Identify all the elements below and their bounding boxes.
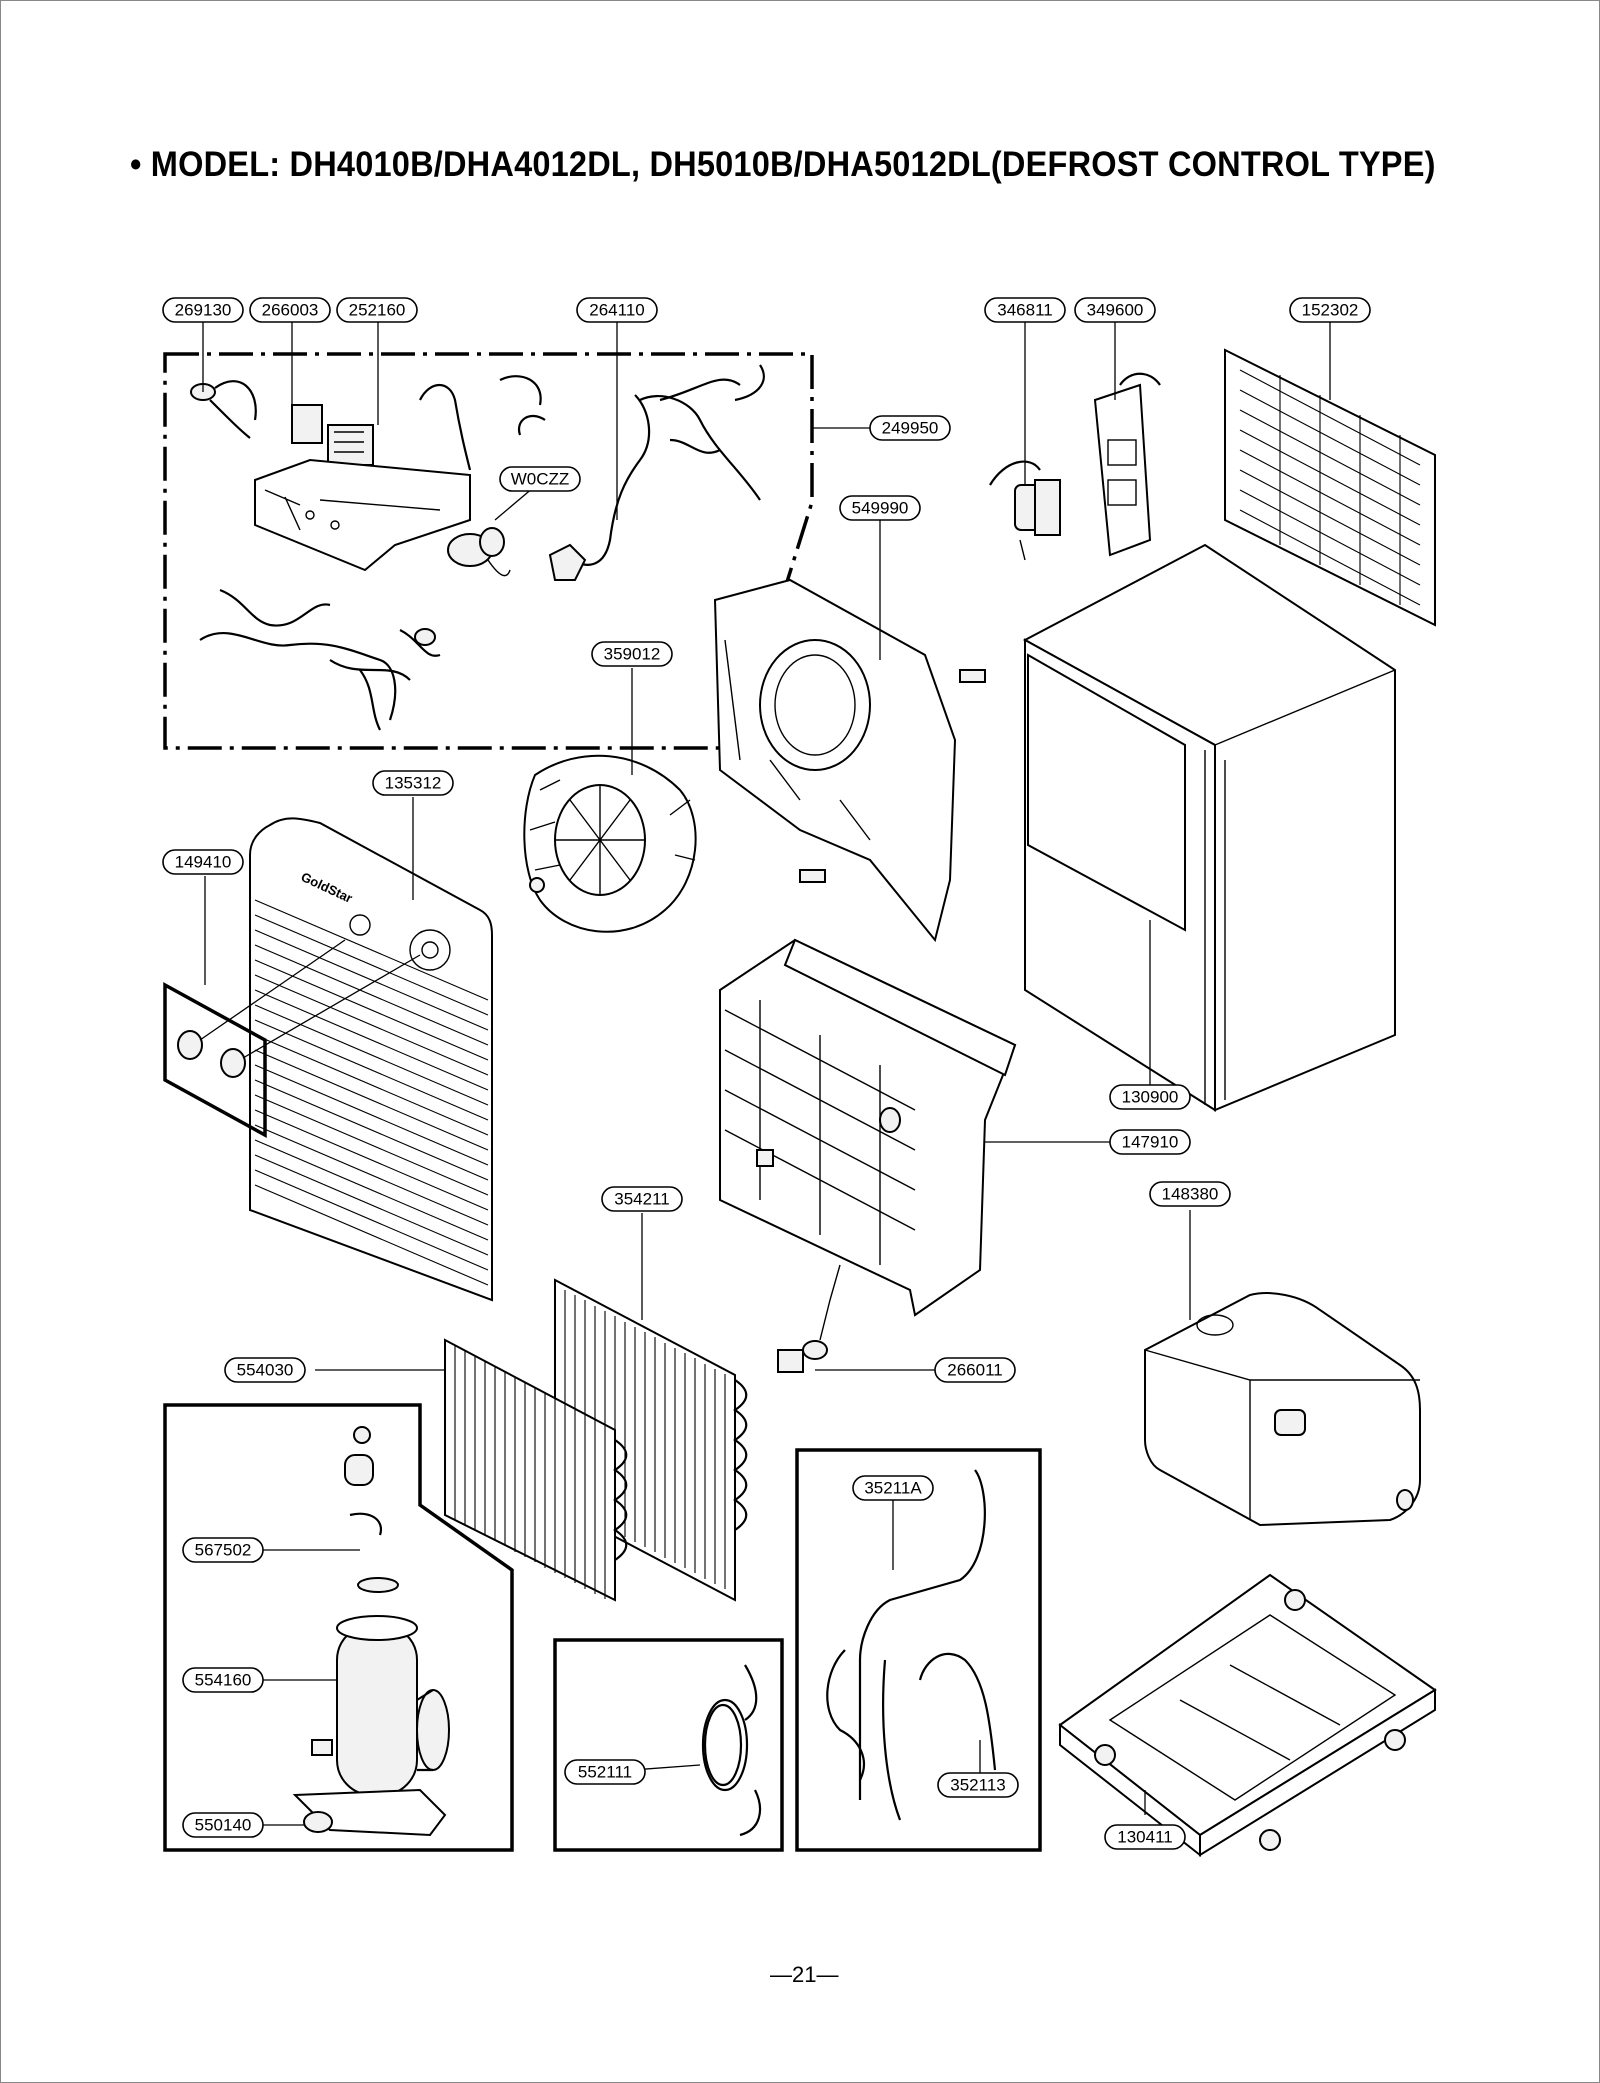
svg-text:346811: 346811 (997, 301, 1052, 320)
svg-text:359012: 359012 (604, 645, 661, 664)
condenser-coil (444, 1338, 628, 1602)
svg-text:266011: 266011 (947, 1361, 1002, 1380)
svg-text:147910: 147910 (1122, 1133, 1179, 1152)
svg-text:354211: 354211 (614, 1190, 669, 1209)
fan-motor (989, 460, 1061, 561)
compressor-group-box (163, 1403, 514, 1852)
svg-text:550140: 550140 (195, 1816, 252, 1835)
front-panel: GoldStar (249, 817, 493, 1302)
label-252160: 252160 (336, 297, 418, 323)
svg-text:149410: 149410 (175, 853, 232, 872)
svg-text:567502: 567502 (195, 1541, 252, 1560)
blower-fan (523, 754, 697, 933)
fan-housing (713, 578, 986, 943)
label-149410: 149410 (162, 849, 244, 875)
label-349600: 349600 (1074, 297, 1156, 323)
svg-text:152302: 152302 (1302, 301, 1359, 320)
leader-lines (202, 320, 1331, 1826)
base-plate (1058, 1573, 1437, 1858)
power-cord (548, 364, 765, 581)
defrost-capacitor (447, 527, 511, 577)
label-359012: 359012 (591, 641, 673, 667)
label-269130: 269130 (162, 297, 244, 323)
evaporator-frame (719, 938, 1017, 1317)
capillary-group-box (553, 1638, 784, 1852)
svg-text:554160: 554160 (195, 1671, 252, 1690)
svg-text:266003: 266003 (262, 301, 319, 320)
svg-text:552111: 552111 (578, 1763, 632, 1782)
svg-text:554030: 554030 (237, 1361, 294, 1380)
label-152302: 152302 (1289, 297, 1371, 323)
wire-harness (199, 588, 441, 731)
svg-text:135312: 135312 (385, 774, 442, 793)
label-354211: 354211 (601, 1186, 683, 1212)
page-title: • MODEL: DH4010B/DHA4012DL, DH5010B/DHA5… (130, 145, 1436, 184)
label-352113: 352113 (937, 1772, 1019, 1798)
label-249950: 249950 (869, 415, 951, 441)
label-549990: 549990 (839, 495, 921, 521)
compressor (292, 1426, 450, 1837)
label-552111: 552111 (564, 1759, 646, 1785)
capacitor-part (190, 380, 257, 439)
svg-text:35211A: 35211A (864, 1479, 922, 1498)
svg-text:349600: 349600 (1087, 301, 1144, 320)
label-130900: 130900 (1109, 1084, 1191, 1110)
label-554160: 554160 (182, 1667, 264, 1693)
air-filter (1224, 348, 1436, 627)
label-35211A: 35211A (852, 1475, 934, 1501)
label-130411: 130411 (1104, 1824, 1186, 1850)
label-567502: 567502 (182, 1537, 264, 1563)
svg-text:264110: 264110 (589, 301, 644, 320)
refrigerant-pipe (826, 1469, 997, 1821)
svg-text:130900: 130900 (1122, 1088, 1179, 1107)
label-346811: 346811 (984, 297, 1066, 323)
control-bracket (254, 375, 546, 572)
label-266011: 266011 (934, 1357, 1016, 1383)
rear-cabinet (1022, 543, 1396, 1112)
label-554030: 554030 (224, 1357, 306, 1383)
pipe-group-box (795, 1448, 1042, 1852)
svg-text:249950: 249950 (882, 419, 939, 438)
label-W0CZZ: W0CZZ (499, 466, 581, 492)
page-number: —21— (770, 1962, 839, 1987)
svg-text:352113: 352113 (950, 1776, 1005, 1795)
defrost-sensor (777, 1264, 841, 1373)
label-266003: 266003 (249, 297, 331, 323)
control-knobs (163, 939, 421, 1138)
water-bucket (1144, 1292, 1421, 1527)
svg-text:269130: 269130 (175, 301, 232, 320)
svg-text:252160: 252160 (349, 301, 406, 320)
capillary-tube (701, 1664, 762, 1837)
label-148380: 148380 (1149, 1181, 1231, 1207)
svg-text:W0CZZ: W0CZZ (511, 470, 570, 489)
svg-text:549990: 549990 (852, 499, 909, 518)
label-264110: 264110 (576, 297, 658, 323)
label-147910: 147910 (1109, 1129, 1191, 1155)
motor-bracket (1093, 372, 1161, 557)
svg-text:130411: 130411 (1117, 1828, 1172, 1847)
label-550140: 550140 (182, 1812, 264, 1838)
svg-text:148380: 148380 (1162, 1185, 1219, 1204)
relay-part (291, 404, 374, 466)
label-135312: 135312 (372, 770, 454, 796)
